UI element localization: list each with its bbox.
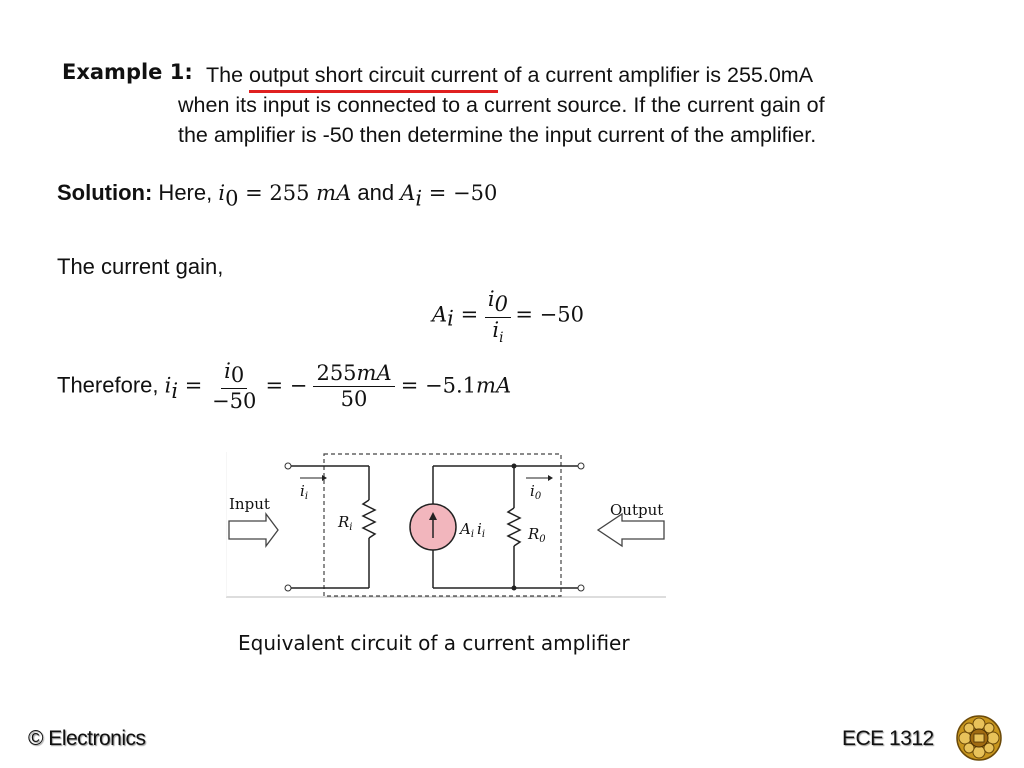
output-arrow-icon (596, 512, 665, 548)
input-label: Input (229, 495, 270, 513)
output-resistor (506, 507, 522, 547)
circuit-caption: Equivalent circuit of a current amplifie… (238, 631, 630, 655)
svg-text:ii: ii (300, 482, 308, 502)
question-line-1: The output short circuit current of a cu… (178, 60, 970, 93)
question-line-3: the amplifier is -50 then determine the … (178, 123, 817, 147)
r0-label: R0 (527, 525, 546, 545)
svg-text:i0: i0 (530, 482, 542, 502)
example-label: Example 1: (62, 60, 193, 84)
university-logo-icon (956, 715, 1002, 761)
ri-label: Ri (337, 513, 353, 533)
junction-top (511, 463, 517, 469)
output-label: Output (610, 501, 663, 519)
highlighted-term: output short circuit current (249, 60, 498, 93)
solution-line: Solution: Here, i0 = 255 mA and Ai = −50 (57, 180, 498, 211)
amplifier-box (323, 453, 562, 597)
gain-label: The current gain, (57, 254, 224, 279)
example-question: The output short circuit current of a cu… (178, 60, 970, 150)
therefore-line: Therefore, ii = i0 −50 = − 255mA 50 = −5… (57, 359, 512, 414)
fraction-1: i0 −50 (212, 359, 257, 414)
question-line-2: when its input is connected to a current… (178, 93, 825, 117)
therefore-label: Therefore, (57, 372, 165, 398)
input-arrow-icon (228, 512, 279, 548)
output-terminal-bottom (577, 584, 585, 592)
fraction-2: 255mA 50 (313, 362, 395, 411)
output-terminal-top (577, 462, 585, 470)
input-terminal-top (284, 462, 292, 470)
footer-course-code: ECE 1312 (842, 727, 934, 750)
input-terminal-bottom (284, 584, 292, 592)
input-resistor (361, 499, 377, 539)
gain-fraction: i0 ii (484, 287, 511, 346)
solution-label: Solution: (57, 180, 153, 205)
gain-equation: Ai = i0 ii = −50 (432, 287, 584, 347)
footer-copyright: © Electronics (28, 727, 146, 750)
junction-bottom (511, 585, 517, 591)
